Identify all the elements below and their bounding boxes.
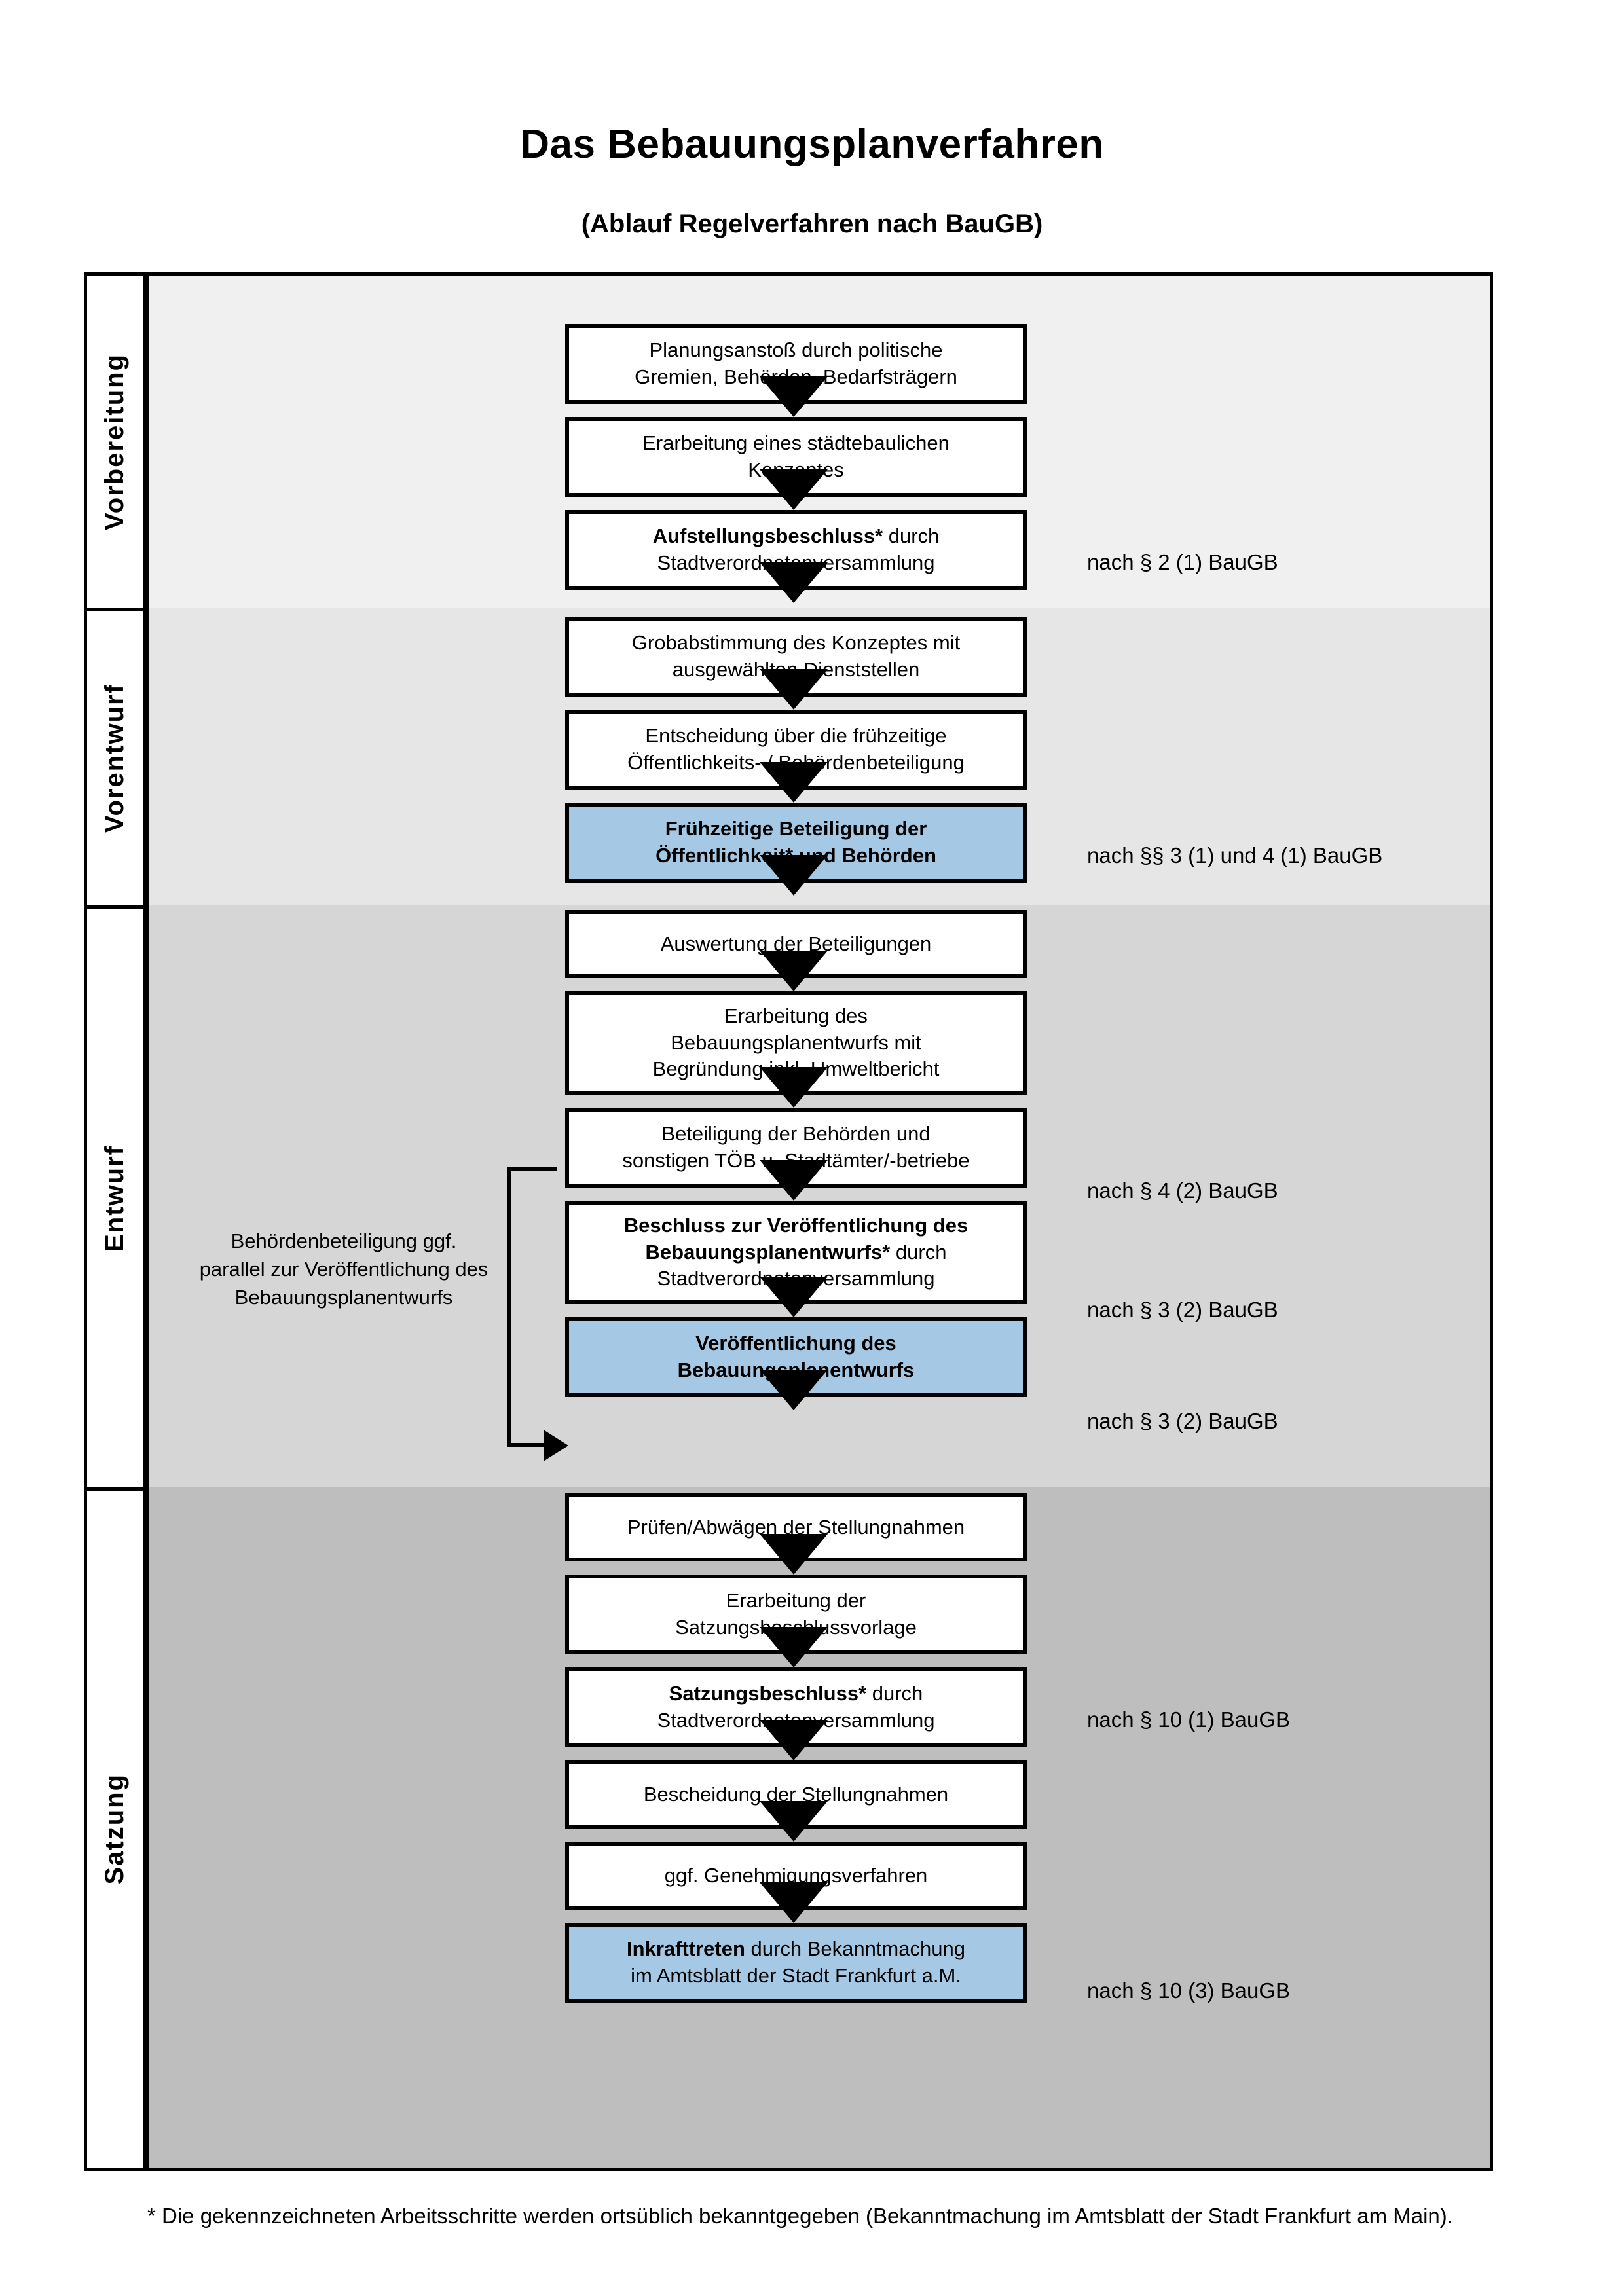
- phase-column-divider: [143, 272, 149, 2171]
- flow-arrow-icon: [760, 1882, 828, 1923]
- node-line-rest: durch: [883, 524, 940, 548]
- legal-note-par2-1: nach § 2 (1) BauGB: [1087, 550, 1278, 574]
- phase-label-vorentwurf: Vorentwurf: [87, 611, 143, 905]
- flow-arrow-icon: [760, 1534, 828, 1575]
- node-emphasis: Bebauungsplanentwurfs*: [645, 1240, 891, 1264]
- phase-label-satzung: Satzung: [87, 1491, 143, 2168]
- node-line: Entscheidung über die frühzeitige: [645, 724, 947, 748]
- node-line-rest: durch Bekanntmachung: [745, 1937, 965, 1961]
- phase-label-text: Entwurf: [100, 1144, 129, 1252]
- flow-arrow-icon: [760, 1627, 828, 1667]
- node-line: Planungsanstoß durch politische: [649, 338, 943, 362]
- node-line: Bebauungsplanentwurfs mit: [671, 1030, 921, 1054]
- flow-arrow-icon: [760, 1801, 828, 1842]
- node-line: Bebauungsplanentwurfs* durch: [624, 1239, 968, 1266]
- node-line-rest: durch: [866, 1682, 923, 1705]
- phase-label-entwurf: Entwurf: [87, 909, 143, 1487]
- legal-note-par3-2-a: nach § 3 (2) BauGB: [1087, 1298, 1278, 1322]
- flow-arrow-icon: [760, 469, 828, 510]
- legal-note-par3-1-4-1: nach §§ 3 (1) und 4 (1) BauGB: [1087, 843, 1383, 867]
- flow-arrow-icon: [760, 1370, 828, 1410]
- node-line: Erarbeitung des: [724, 1004, 868, 1027]
- node-line-rest: durch: [890, 1240, 947, 1264]
- node-line: Frühzeitige Beteiligung der: [665, 817, 927, 841]
- footnote: * Die gekennzeichneten Arbeitsschritte w…: [147, 2204, 1453, 2228]
- bracket-arrow-icon: [544, 1430, 568, 1461]
- flow-arrow-icon: [760, 1067, 828, 1108]
- flow-arrow-icon: [760, 1277, 828, 1317]
- side-note-behoerdenbeteiligung: Behördenbeteiligung ggf. parallel zur Ve…: [196, 1228, 491, 1311]
- page-title: Das Bebauungsplanverfahren: [520, 122, 1104, 167]
- node-line: Veröffentlichung des: [695, 1332, 896, 1355]
- side-note-line: ggf. parallel zur: [199, 1230, 457, 1281]
- node-emphasis: Beschluss zur Veröffentlichung des: [623, 1213, 969, 1237]
- flow-arrow-icon: [760, 669, 828, 710]
- legal-note-par10-3: nach § 10 (3) BauGB: [1087, 1978, 1291, 2003]
- phase-label-text: Vorentwurf: [100, 683, 129, 833]
- bracket-connector-vertical: [507, 1167, 511, 1447]
- node-line: Beteiligung der Behörden und: [661, 1122, 931, 1146]
- side-note-line: Behördenbeteiligung: [231, 1230, 418, 1252]
- phase-label-text: Vorbereitung: [100, 354, 129, 530]
- node-emphasis: Inkrafttreten: [627, 1937, 745, 1961]
- flow-arrow-icon: [760, 951, 828, 991]
- phase-divider: [84, 905, 146, 909]
- node-line: Grobabstimmung des Konzeptes mit: [631, 631, 961, 655]
- node-emphasis: Aufstellungsbeschluss*: [652, 524, 883, 548]
- flow-arrow-icon: [760, 376, 828, 417]
- legal-note-par3-2-b: nach § 3 (2) BauGB: [1087, 1409, 1278, 1433]
- node-line: Erarbeitung eines städtebaulichen: [642, 431, 950, 455]
- node-line: Inkrafttreten durch Bekanntmachung: [627, 1936, 965, 1963]
- page-subtitle: (Ablauf Regelverfahren nach BauGB): [581, 210, 1043, 238]
- legal-note-par4-2: nach § 4 (2) BauGB: [1087, 1178, 1278, 1203]
- node-emphasis: Satzungsbeschluss*: [669, 1682, 867, 1705]
- node-line: Aufstellungsbeschluss* durch: [653, 523, 940, 550]
- phase-label-vorbereitung: Vorbereitung: [87, 276, 143, 608]
- node-line: im Amtsblatt der Stadt Frankfurt a.M.: [631, 1964, 961, 1987]
- bracket-connector-top: [507, 1167, 557, 1171]
- node-line: Erarbeitung der: [726, 1589, 866, 1613]
- node-line: Beschluss zur Veröffentlichung des: [624, 1212, 968, 1239]
- side-note-line: Veröffentlichung des: [304, 1257, 489, 1281]
- side-note-line: Bebauungsplanentwurfs: [234, 1285, 453, 1309]
- flow-arrow-icon: [760, 562, 828, 603]
- diagram-frame: [84, 272, 1493, 2171]
- phase-label-text: Satzung: [100, 1774, 129, 1885]
- flow-arrow-icon: [760, 1720, 828, 1760]
- legal-note-par10-1: nach § 10 (1) BauGB: [1087, 1707, 1291, 1732]
- bracket-connector-bottom: [507, 1443, 548, 1447]
- node-bescheidung-stellungnahmen[interactable]: Bescheidung der Stellungnahmen: [565, 1760, 1027, 1829]
- node-line: Satzungsbeschluss* durch: [657, 1681, 935, 1707]
- phase-divider: [84, 1487, 146, 1491]
- flow-arrow-icon: [760, 1160, 828, 1201]
- flow-arrow-icon: [760, 762, 828, 803]
- phase-divider: [84, 608, 146, 611]
- flow-arrow-icon: [760, 855, 828, 896]
